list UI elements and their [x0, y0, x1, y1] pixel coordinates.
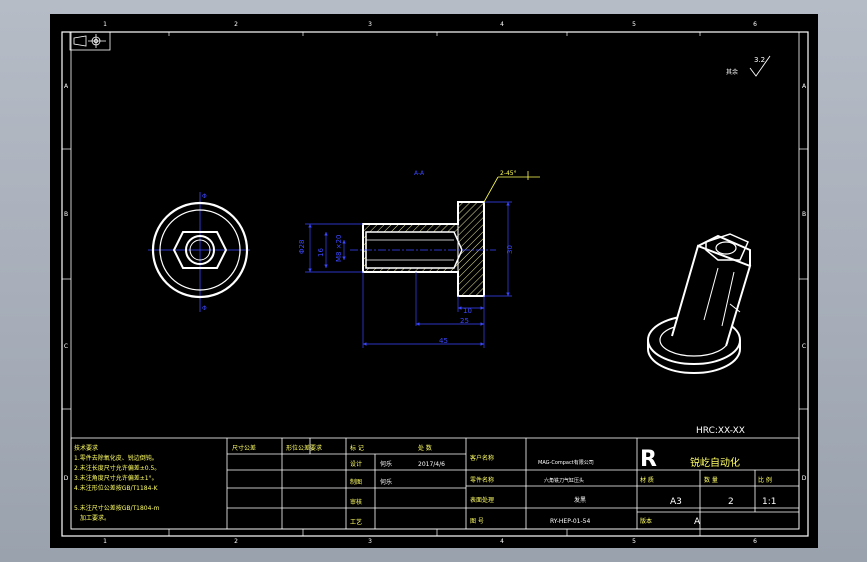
drawing-number: RY-HEP-01-54 [550, 518, 590, 525]
label-draw: 制图 [350, 478, 362, 486]
surface-treatment: 发黑 [574, 496, 586, 504]
sheet-size: A3 [670, 497, 682, 507]
company-logo-icon: R [640, 447, 657, 472]
row-label-left-b: B [64, 211, 68, 218]
title-block [70, 437, 800, 530]
design-date: 2017/4/6 [418, 461, 445, 468]
label-surface: 表面处理 [470, 496, 494, 504]
zone-ticks [62, 32, 808, 536]
hdr-mark: 标 记 [350, 444, 364, 452]
tech-req-4: 4.未注形位公差按GB/T1184-K [74, 484, 159, 492]
col-label-bot-4: 4 [500, 538, 504, 545]
company-name: 锐屹自动化 [690, 456, 740, 469]
label-scale: 比 例 [758, 476, 772, 484]
part-name: 六角铣刀气缸压头 [544, 477, 584, 484]
roughness-note: 其余 3.2 [726, 55, 771, 77]
hdr-count: 处 数 [418, 444, 432, 452]
drawer-name: 何乐 [380, 478, 392, 486]
label-version: 版本 [640, 517, 652, 525]
row-label-left-a: A [64, 83, 69, 90]
isometric-view [647, 233, 752, 374]
roughness-symbol-icon [749, 55, 771, 77]
row-label-left-c: C [64, 343, 68, 350]
dim-inner-dia: M8 ×20 [335, 235, 343, 263]
tech-req-5: 5.未注尺寸公差按GB/T1804-m [74, 504, 160, 512]
row-label-left-d: D [64, 475, 69, 482]
col-label-bot-2: 2 [234, 538, 238, 545]
designer-name: 何乐 [380, 460, 392, 468]
section-label: A-A [414, 170, 425, 177]
dim-total-len: 45 [439, 337, 448, 345]
roughness-value: 3.2 [754, 56, 765, 64]
tech-req-6: 加工要求。 [80, 514, 110, 522]
projection-symbol-icon [69, 31, 111, 51]
label-material: 材 质 [640, 476, 654, 484]
row-label-right-b: B [802, 211, 806, 218]
version: A [694, 517, 701, 527]
col-label-top-3: 3 [368, 21, 372, 28]
col-label-top-4: 4 [500, 21, 504, 28]
tech-req-1: 1.零件去除氧化皮、锐边倒钝。 [74, 454, 158, 462]
dim-body-len: 25 [460, 317, 469, 325]
row-label-right-c: C [802, 343, 806, 350]
chamfer-callout: 2-45° [500, 170, 517, 177]
row-label-right-a: A [802, 83, 807, 90]
label-customer: 客户名称 [470, 454, 494, 462]
label-qty: 数 量 [704, 476, 718, 484]
section-view: Φ28 16 M8 ×20 30 10 25 45 A-A 2-45° [298, 170, 540, 348]
dim-flange-dia: 30 [506, 245, 514, 254]
dim-flange-len: 10 [463, 307, 472, 315]
col-label-bot-6: 6 [753, 538, 757, 545]
hdr-size-tol: 尺寸公差 [232, 444, 256, 452]
label-process: 工艺 [350, 518, 362, 526]
technical-drawing: 1 2 3 4 5 6 1 2 3 4 5 6 A B C D A B C D … [61, 21, 809, 545]
hardness-note: HRC:XX-XX [696, 426, 745, 436]
roughness-prefix: 其余 [726, 68, 738, 76]
label-dwg-no: 图 号 [470, 518, 484, 525]
drawing-sheet: 1 2 3 4 5 6 1 2 3 4 5 6 A B C D A B C D … [50, 14, 818, 548]
col-label-bot-3: 3 [368, 538, 372, 545]
col-label-top-1: 1 [103, 21, 107, 28]
tech-req-2: 2.未注长度尺寸允许偏差±0.5。 [74, 464, 160, 472]
dim-thread: 16 [317, 248, 325, 257]
hdr-form-tol: 形位公差要求 [286, 444, 322, 452]
label-part-name: 零件名称 [470, 476, 494, 484]
scale: 1:1 [762, 497, 776, 507]
tech-req-3: 3.未注角度尺寸允许偏差±1°。 [74, 474, 158, 482]
col-label-bot-5: 5 [632, 538, 636, 545]
label-check: 审核 [350, 498, 362, 506]
col-label-bot-1: 1 [103, 538, 107, 545]
col-label-top-2: 2 [234, 21, 238, 28]
customer-name: MAG-Compact有限公司 [538, 459, 594, 466]
row-label-right-d: D [802, 475, 807, 482]
col-label-top-5: 5 [632, 21, 636, 28]
col-label-top-6: 6 [753, 21, 757, 28]
tech-req-title: 技术要求 [74, 444, 98, 452]
quantity: 2 [728, 497, 734, 507]
front-view: Φ Φ [148, 192, 250, 312]
front-center-mark-top: Φ [202, 193, 207, 200]
label-design: 设计 [350, 460, 362, 468]
dim-outer-dia: Φ28 [298, 240, 306, 254]
front-center-mark-bottom: Φ [202, 305, 207, 312]
